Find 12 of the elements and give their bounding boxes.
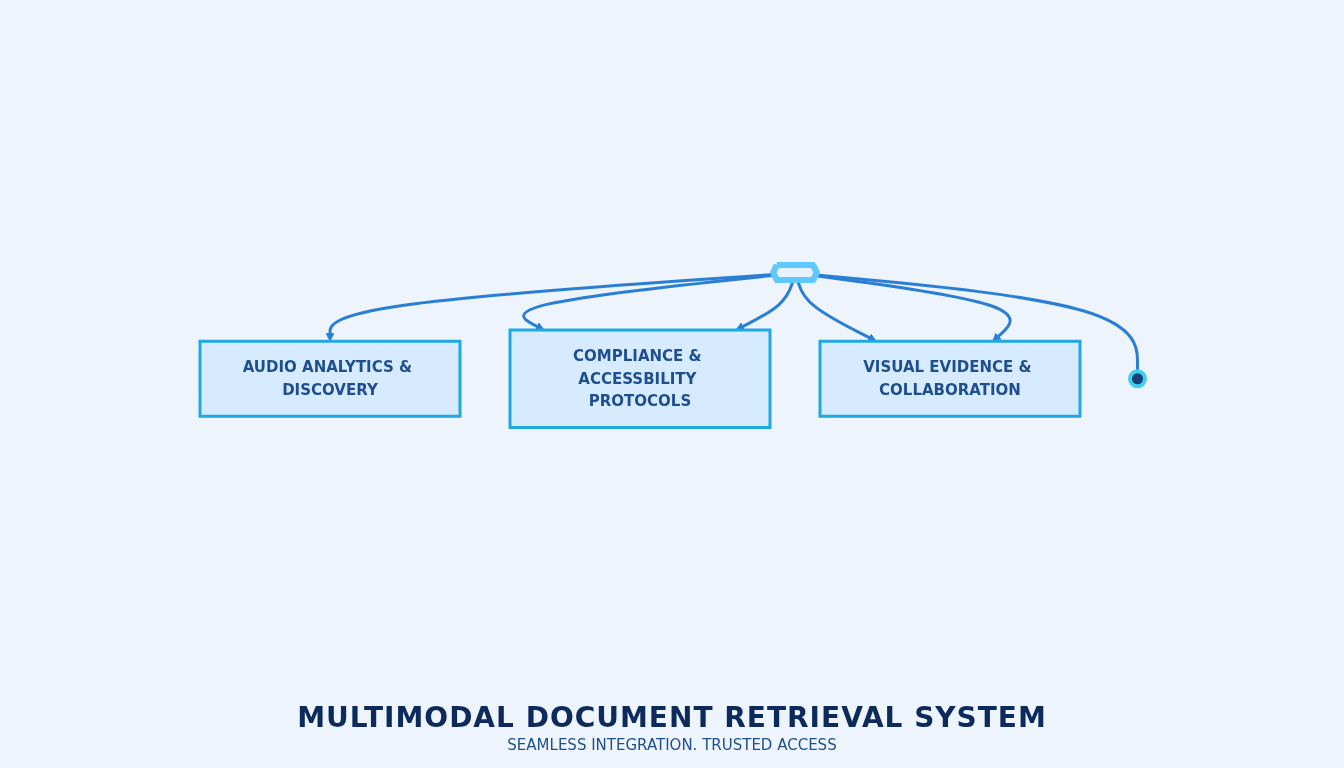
arrow [795,280,877,342]
arrow [521,274,775,331]
arrow [325,273,774,342]
connector [815,273,1139,372]
node-box: AUDIO ANALYTICS & DISCOVERY [198,340,461,418]
arrow [734,280,795,331]
diagram-title: MULTIMODAL DOCUMENT RETRIEVAL SYSTEM [297,701,1047,734]
diagram-caption: SEAMLESS INTEGRATION. TRUSTED ACCESS [507,736,837,754]
arrow [815,274,1012,342]
node-box: VISUAL EVIDENCE & COLLABORATION [818,340,1081,418]
node-circle [1127,369,1147,389]
node-box: COMPLIANCE & ACCESSBILITY PROTOCOLS [508,328,771,430]
